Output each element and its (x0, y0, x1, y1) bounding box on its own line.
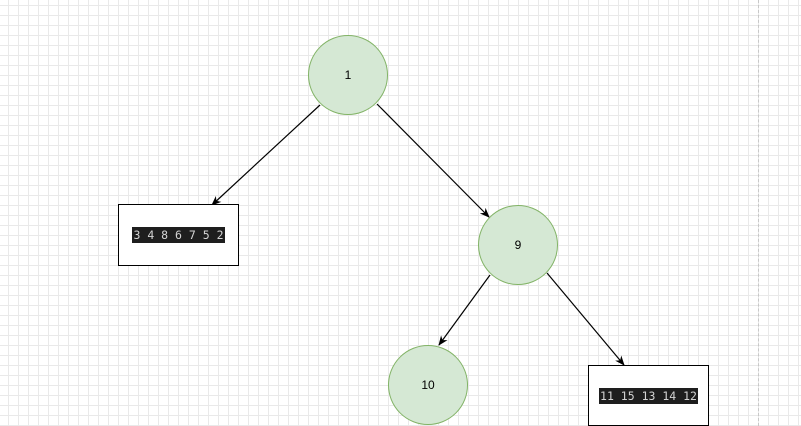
edge-node-9-to-leaf-right (546, 272, 625, 366)
node-label: 9 (514, 238, 522, 252)
page-break-line (758, 0, 759, 426)
leaf-code-text: 3 4 8 6 7 5 2 (132, 227, 225, 243)
leaf-box-left[interactable]: 3 4 8 6 7 5 2 (118, 204, 239, 266)
tree-node-9[interactable]: 9 (478, 205, 558, 285)
node-label: 1 (344, 68, 352, 82)
tree-node-10[interactable]: 10 (388, 345, 468, 425)
edge-root-to-node-9 (376, 103, 490, 218)
leaf-code-text: 11 15 13 14 12 (599, 387, 698, 404)
leaf-box-right[interactable]: 11 15 13 14 12 (588, 365, 709, 426)
edge-node-9-to-node-10 (438, 274, 491, 346)
tree-node-root[interactable]: 1 (308, 35, 388, 115)
edge-root-to-leaf-left (211, 104, 321, 206)
node-label: 10 (421, 378, 435, 392)
